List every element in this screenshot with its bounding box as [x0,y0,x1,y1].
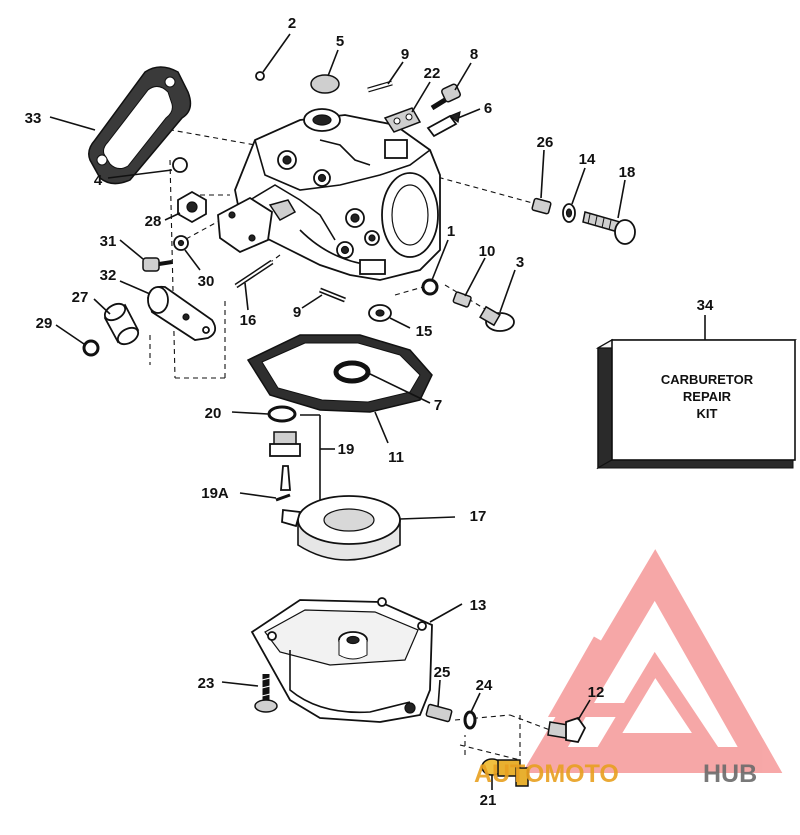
part-24-washer [463,710,477,730]
callout-9-upper: 9 [401,46,409,63]
kit-label-line3: KIT [697,406,718,421]
part-1-washer [421,278,439,296]
part-13-float-bowl [250,597,433,723]
part-4-ball [172,157,188,173]
callout-6: 6 [484,100,492,117]
callout-12: 12 [588,684,605,701]
part-25-jet [425,703,453,723]
part-19a-needle [275,465,291,502]
callout-31: 31 [100,233,117,250]
part-21-fitting [481,758,529,787]
part-16-pin [234,259,274,289]
part-9-upper-pin [367,80,393,93]
callout-34: 34 [697,297,714,314]
part-3-plug [479,305,515,332]
callout-23: 23 [198,675,215,692]
part-29-oring [82,339,100,357]
kit-label-line2: REPAIR [683,389,732,404]
callout-5: 5 [336,33,344,50]
part-18-screw [582,211,636,245]
part-33-gasket [88,66,192,185]
kit-label-line1: CARBURETOR [661,372,754,387]
callout-13: 13 [470,597,487,614]
part-20-washer [267,405,297,423]
part-17-float [281,495,401,561]
carburetor-body [234,108,441,281]
callout-4: 4 [94,172,103,189]
callout-14: 14 [579,151,596,168]
part-15-washer [368,304,392,322]
part-23-screw [254,674,278,713]
watermark-suffix: HUB [703,760,757,788]
part-12-screw [547,716,587,743]
callout-7: 7 [434,397,442,414]
callout-8: 8 [470,46,478,63]
part-26-plug [531,197,552,215]
callout-17: 17 [470,508,487,525]
part-22-bracket [383,107,422,133]
callout-11: 11 [388,449,404,466]
part-32-lever [147,285,217,341]
callout-16: 16 [240,312,257,329]
callout-9-lower: 9 [293,304,301,321]
watermark-logo [522,549,783,773]
part-30-washer [173,235,189,251]
part-7-ring [333,360,371,384]
callout-19a: 19A [201,485,229,502]
callout-32: 32 [100,267,117,284]
callout-21: 21 [480,792,497,809]
callout-2: 2 [288,15,296,32]
callout-20: 20 [205,405,222,422]
callout-25: 25 [434,664,451,681]
callout-28: 28 [145,213,162,230]
callout-1: 1 [447,223,455,240]
part-9-lower-pin [319,287,346,303]
callout-24: 24 [476,677,493,694]
part-28-nut [177,190,207,224]
part-2-ball [255,71,265,81]
callout-27: 27 [72,289,89,306]
callout-26: 26 [537,134,554,151]
callout-18: 18 [619,164,636,181]
part-19-needle-seat [269,414,321,515]
part-34-repair-kit-box: CARBURETOR REPAIR KIT [595,338,798,470]
part-14-washer [562,203,576,223]
callout-33: 33 [25,110,42,127]
callout-15: 15 [416,323,433,340]
part-5-plug [310,74,340,94]
callout-22: 22 [424,65,441,82]
callout-labels: 2 5 9 22 8 6 33 4 26 14 18 28 1 31 30 10… [25,15,714,809]
watermark-prefix: A [474,760,492,788]
part-27-bushing [103,302,140,346]
part-6-needle [426,111,461,138]
watermark-main: UTOMOTO [492,760,619,788]
throttle-lever-plate [217,196,297,254]
leader-lines [49,33,706,790]
callout-10: 10 [479,243,496,260]
callout-29: 29 [36,315,53,332]
part-31-screw [142,257,173,272]
callout-3: 3 [516,254,524,271]
watermark-text: A UTOMOTO HUB [474,760,757,788]
callout-19: 19 [338,441,355,458]
callout-30: 30 [198,273,215,290]
part-10-jet [452,291,472,308]
